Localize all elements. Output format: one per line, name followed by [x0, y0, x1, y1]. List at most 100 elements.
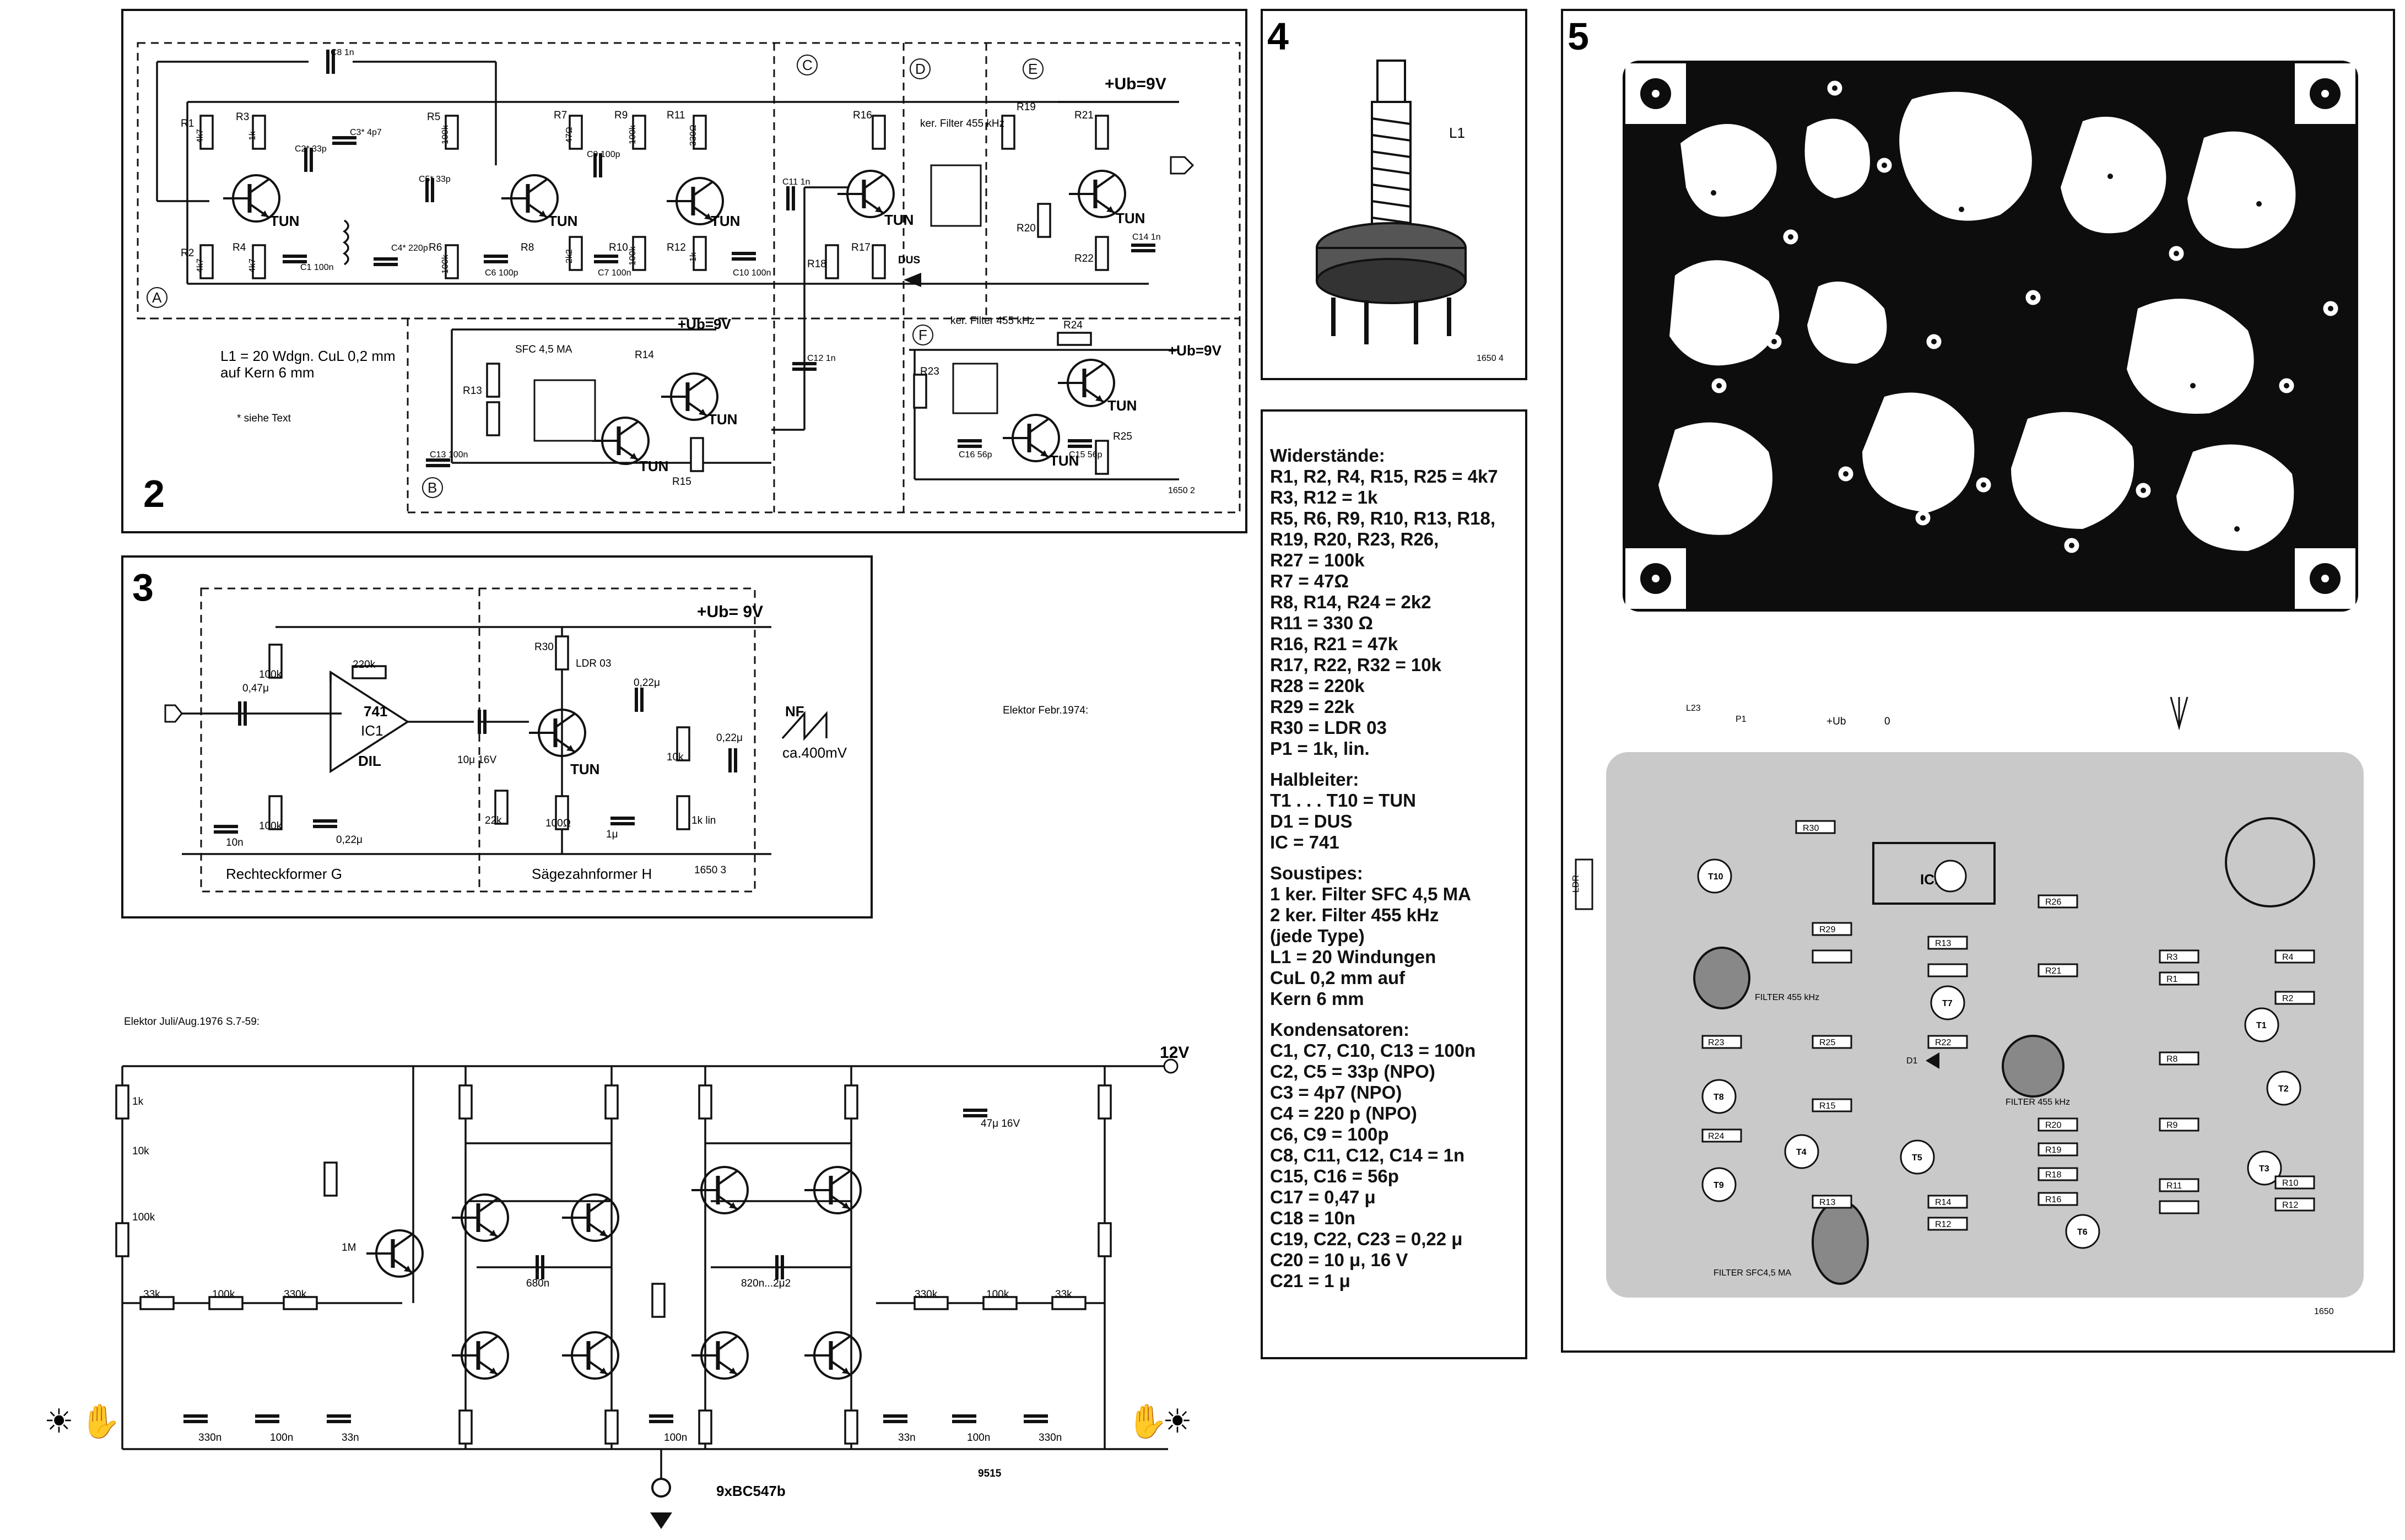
parts-line: 2 ker. Filter 455 kHz — [1270, 905, 1439, 925]
lamp-right-icon: ☀ — [1163, 1403, 1192, 1440]
t4-type: TUN — [639, 458, 668, 474]
lamp-left-icon: ☀ — [44, 1403, 74, 1440]
r19-label: R19 — [1017, 101, 1036, 113]
coil-l1-label: L1 — [1449, 125, 1465, 141]
filter-f-label: ker. Filter 455 kHz — [950, 315, 1035, 327]
r1-label: R1 — [181, 118, 194, 129]
pcb-r15: R15 — [1819, 1101, 1835, 1111]
pcb-r13: R13 — [1819, 1198, 1835, 1207]
r11-value: 330Ω — [689, 125, 698, 146]
parts-line: R5, R6, R9, R10, R13, R18, — [1270, 508, 1496, 528]
r-330k-left: 330k — [284, 1289, 307, 1300]
pcb-filter1-label: FILTER 455 kHz — [1755, 993, 1819, 1002]
parts-line: R8, R14, R24 = 2k2 — [1270, 592, 1431, 612]
r32-value: 10k — [667, 752, 684, 763]
panel-number-2: 2 — [143, 472, 165, 515]
pcb-r12: R12 — [1935, 1220, 1951, 1229]
pcb-r19: R19 — [2045, 1145, 2061, 1155]
r26-value: 100k — [259, 669, 282, 680]
pcb-filter3-label: FILTER SFC4,5 MA — [1714, 1268, 1791, 1278]
parts-section-title: Widerstände: — [1270, 445, 1385, 466]
pcb-t4: T4 — [1796, 1148, 1807, 1157]
ic-741-label: 741 — [364, 703, 387, 720]
pcb-d1-icon — [1926, 1052, 1939, 1069]
parts-line: R16, R21 = 47k — [1270, 634, 1398, 654]
coil-footprint — [2225, 817, 2315, 907]
r8-label: R8 — [521, 242, 534, 253]
r28-value: 220k — [353, 659, 376, 671]
parts-line: C21 = 1 μ — [1270, 1271, 1350, 1291]
parts-section-title: Kondensatoren: — [1270, 1019, 1410, 1040]
r5-value: 100k — [441, 125, 450, 144]
pcb-r26: R26 — [2045, 898, 2061, 907]
parts-line: T1 . . . T10 = TUN — [1270, 790, 1416, 810]
r18-label: R18 — [807, 258, 826, 270]
pcb-r22: R22 — [1935, 1038, 1951, 1047]
pcb-t7: T7 — [1942, 999, 1953, 1008]
pcb-r25: R25 — [1819, 1038, 1835, 1047]
pcb-code: 1650 — [2314, 1307, 2334, 1316]
r17-label: R17 — [851, 242, 871, 253]
t7-type: TUN — [1116, 210, 1145, 226]
diode-label: DUS — [898, 255, 920, 266]
parts-line: R28 = 220k — [1270, 676, 1365, 696]
figure4-code: 1650 4 — [1477, 354, 1504, 363]
pcb-r21: R21 — [2045, 966, 2061, 976]
r20-label: R20 — [1017, 223, 1036, 234]
star-note: * siehe Text — [237, 413, 291, 424]
filter-455-d-icon — [930, 164, 982, 227]
c13-label: C13 100n — [430, 450, 468, 460]
bottom-code: 9515 — [978, 1468, 1002, 1479]
diode-d1-icon — [904, 273, 921, 287]
pcb-t3: T3 — [2259, 1164, 2269, 1174]
r10-value: 100k — [628, 246, 637, 266]
r-100k-vert: 100k — [132, 1212, 155, 1223]
parts-line: C19, C22, C23 = 0,22 μ — [1270, 1229, 1463, 1249]
parts-line: R3, R12 = 1k — [1270, 487, 1378, 507]
pcb-p1-label: P1 — [1736, 715, 1747, 724]
c18-value: 10n — [226, 837, 244, 849]
pcb-t2: T2 — [2278, 1084, 2289, 1094]
r-100k-right: 100k — [986, 1289, 1009, 1300]
c12-label: C12 1n — [807, 354, 836, 363]
r-33k-right: 33k — [1055, 1289, 1072, 1300]
parts-line: R27 = 100k — [1270, 550, 1365, 570]
section-e: E — [1028, 61, 1037, 77]
r-330k-right: 330k — [915, 1289, 938, 1300]
sawtooth-icon — [781, 711, 828, 741]
ldr-label: LDR 03 — [576, 658, 611, 669]
supply-label-top: +Ub=9V — [1105, 75, 1166, 93]
parts-line: C6, C9 = 100p — [1270, 1124, 1389, 1144]
c-33n-right: 33n — [898, 1432, 916, 1444]
parts-line: C15, C16 = 56p — [1270, 1166, 1399, 1186]
parts-line: L1 = 20 Windungen — [1270, 947, 1436, 967]
rechteckformer-label: Rechteckformer G — [226, 866, 342, 882]
supply-terminal-icon — [1163, 1058, 1179, 1074]
c-330n-left: 330n — [198, 1432, 221, 1444]
t6-type: TUN — [884, 212, 914, 228]
c3-label: C3* 4p7 — [350, 128, 382, 137]
c1-label: C1 100n — [300, 263, 334, 272]
saegezahnformer-label: Sägezahnformer H — [532, 866, 652, 882]
c6-label: C6 100p — [485, 268, 518, 278]
t2-type: TUN — [548, 213, 577, 229]
r6-label: R6 — [429, 242, 442, 253]
pcb-ub-label: +Ub — [1826, 716, 1846, 727]
nf-level: ca.400mV — [782, 744, 847, 761]
output-connector-icon — [1170, 156, 1195, 175]
r11-label: R11 — [667, 110, 685, 121]
c21-value: 1μ — [606, 829, 618, 840]
r6-value: 100k — [441, 254, 450, 274]
t1-type: TUN — [270, 213, 299, 229]
pcb-t5: T5 — [1912, 1153, 1922, 1163]
r16-label: R16 — [853, 110, 872, 121]
r9-label: R9 — [614, 110, 628, 121]
r9-value: 100k — [628, 125, 637, 144]
c2-label: C2* 33p — [295, 144, 327, 154]
section-d: D — [915, 61, 926, 77]
parts-line: C2, C5 = 33p (NPO) — [1270, 1061, 1435, 1082]
